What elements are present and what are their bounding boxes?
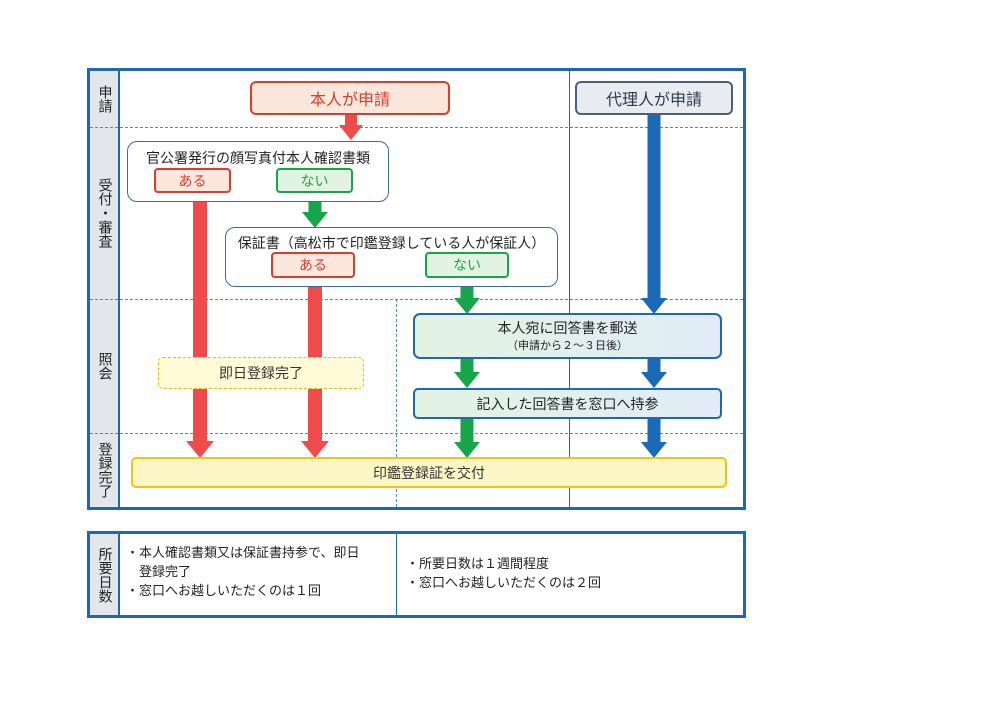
stage-label-inquiry: 照会 — [96, 352, 113, 380]
required-days-label: 所要日数 — [96, 546, 113, 603]
arrow-down-green — [454, 418, 480, 458]
guarantor-no-badge: ない — [425, 252, 509, 278]
arrow-down-blue — [641, 358, 667, 388]
row-divider — [90, 433, 743, 434]
guarantor-yes-badge: ある — [271, 252, 355, 278]
proxy-notes: ・所要日数は１週間程度 ・窓口へお越しいただくのは２回 — [406, 555, 736, 593]
arrow-down-blue — [641, 418, 667, 458]
note-line: ・所要日数は１週間程度 — [406, 557, 550, 572]
same-day-notes: ・本人確認書類又は保証書持参で、即日 登録完了 ・窓口へお越しいただくのは１回 — [126, 544, 394, 601]
stage-label-complete: 登録完了 — [96, 442, 113, 498]
row-divider — [90, 299, 743, 300]
note-line: 登録完了 — [126, 565, 192, 580]
note-line: ・本人確認書類又は保証書持参で、即日 — [126, 546, 360, 561]
row-divider — [90, 127, 743, 128]
stage-column: 申請 受付・審査 照会 登録完了 — [90, 71, 120, 507]
arrow-down-green — [454, 358, 480, 388]
note-line: ・窓口へお越しいただくのは２回 — [406, 576, 602, 591]
required-days-header: 所要日数 — [90, 534, 120, 615]
arrow-down-red — [339, 114, 363, 140]
photo-id-yes-badge: ある — [154, 168, 231, 193]
issue-certificate-box: 印鑑登録証を交付 — [131, 457, 727, 488]
table-column-divider — [396, 534, 397, 615]
stage-label-review: 受付・審査 — [96, 178, 113, 248]
proxy-column-divider — [569, 71, 570, 507]
flow-diagram: 申請 受付・審査 照会 登録完了 — [87, 68, 746, 510]
required-days-table: 所要日数 ・本人確認書類又は保証書持参で、即日 登録完了 ・窓口へお越しいただく… — [87, 531, 746, 618]
stage-label-apply: 申請 — [96, 85, 113, 113]
arrow-down-red — [186, 193, 214, 458]
self-apply-box: 本人が申請 — [250, 81, 450, 115]
bring-reply-box: 記入した回答書を窓口へ持参 — [413, 388, 722, 419]
note-line: ・窓口へお越しいただくのは１回 — [126, 584, 322, 599]
proxy-apply-box: 代理人が申請 — [575, 81, 733, 115]
column-divider — [396, 299, 397, 507]
mail-reply-box: 本人宛に回答書を郵送 （申請から２～３日後） — [413, 313, 722, 359]
same-day-complete-box: 即日登録完了 — [158, 357, 364, 389]
arrow-down-blue — [641, 114, 667, 314]
photo-id-no-badge: ない — [276, 168, 353, 193]
